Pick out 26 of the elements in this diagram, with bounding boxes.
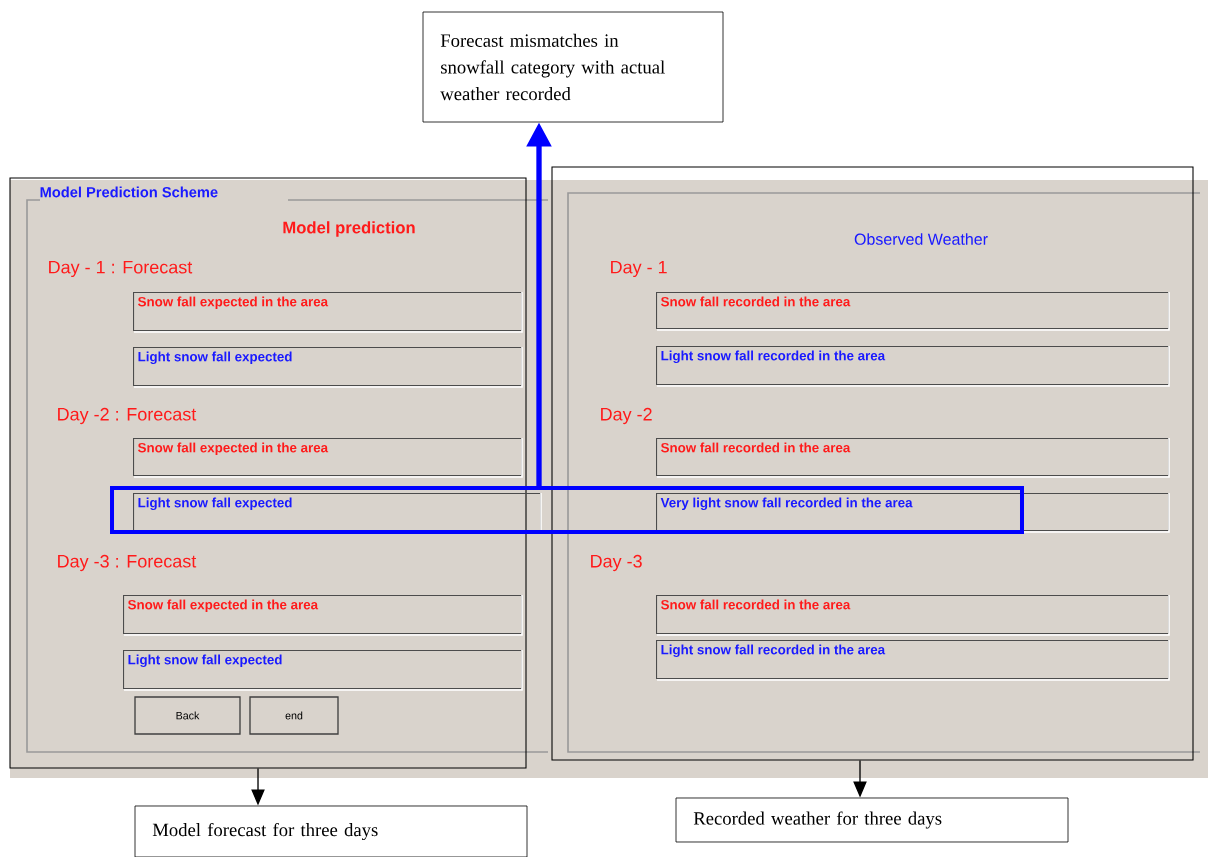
- day-heading: Day -2: [601, 407, 652, 425]
- text-field: Light snow fall expected: [123, 649, 523, 691]
- text-field: Snow fall recorded in the area: [656, 437, 1170, 478]
- day-heading: Day - 1: [611, 260, 667, 278]
- callout-box: Forecast mismatches in snowfall category with actual weather recorded: [422, 11, 724, 123]
- push-button: end: [249, 696, 339, 735]
- day-heading: Day -3 : Forecast: [58, 554, 197, 572]
- text-field: Snow fall expected in the area: [133, 437, 523, 478]
- group-title: Model Prediction Scheme: [40, 186, 218, 198]
- text-field: Light snow fall recorded in the area: [656, 639, 1170, 681]
- panel-heading: Model prediction: [283, 221, 415, 237]
- panel-heading: Observed Weather: [854, 233, 988, 245]
- day-heading: Day -3: [591, 554, 642, 572]
- text-field: Snow fall expected in the area: [133, 291, 523, 333]
- text-field: Snow fall recorded in the area: [656, 291, 1170, 331]
- push-button: Back: [134, 696, 241, 735]
- callout-box: Model forecast for three days: [134, 805, 528, 857]
- text-field: Light snow fall expected: [133, 346, 523, 388]
- day-heading: Day -2 : Forecast: [58, 407, 197, 425]
- day-heading: Day - 1 : Forecast: [49, 260, 193, 278]
- text-field: Light snow fall expected: [133, 492, 542, 533]
- highlight-box: [110, 486, 1024, 534]
- callout-box: Recorded weather for three days: [675, 797, 1069, 843]
- text-field: Light snow fall recorded in the area: [656, 345, 1170, 387]
- text-field: Snow fall expected in the area: [123, 594, 523, 636]
- text-field: Snow fall recorded in the area: [656, 594, 1170, 636]
